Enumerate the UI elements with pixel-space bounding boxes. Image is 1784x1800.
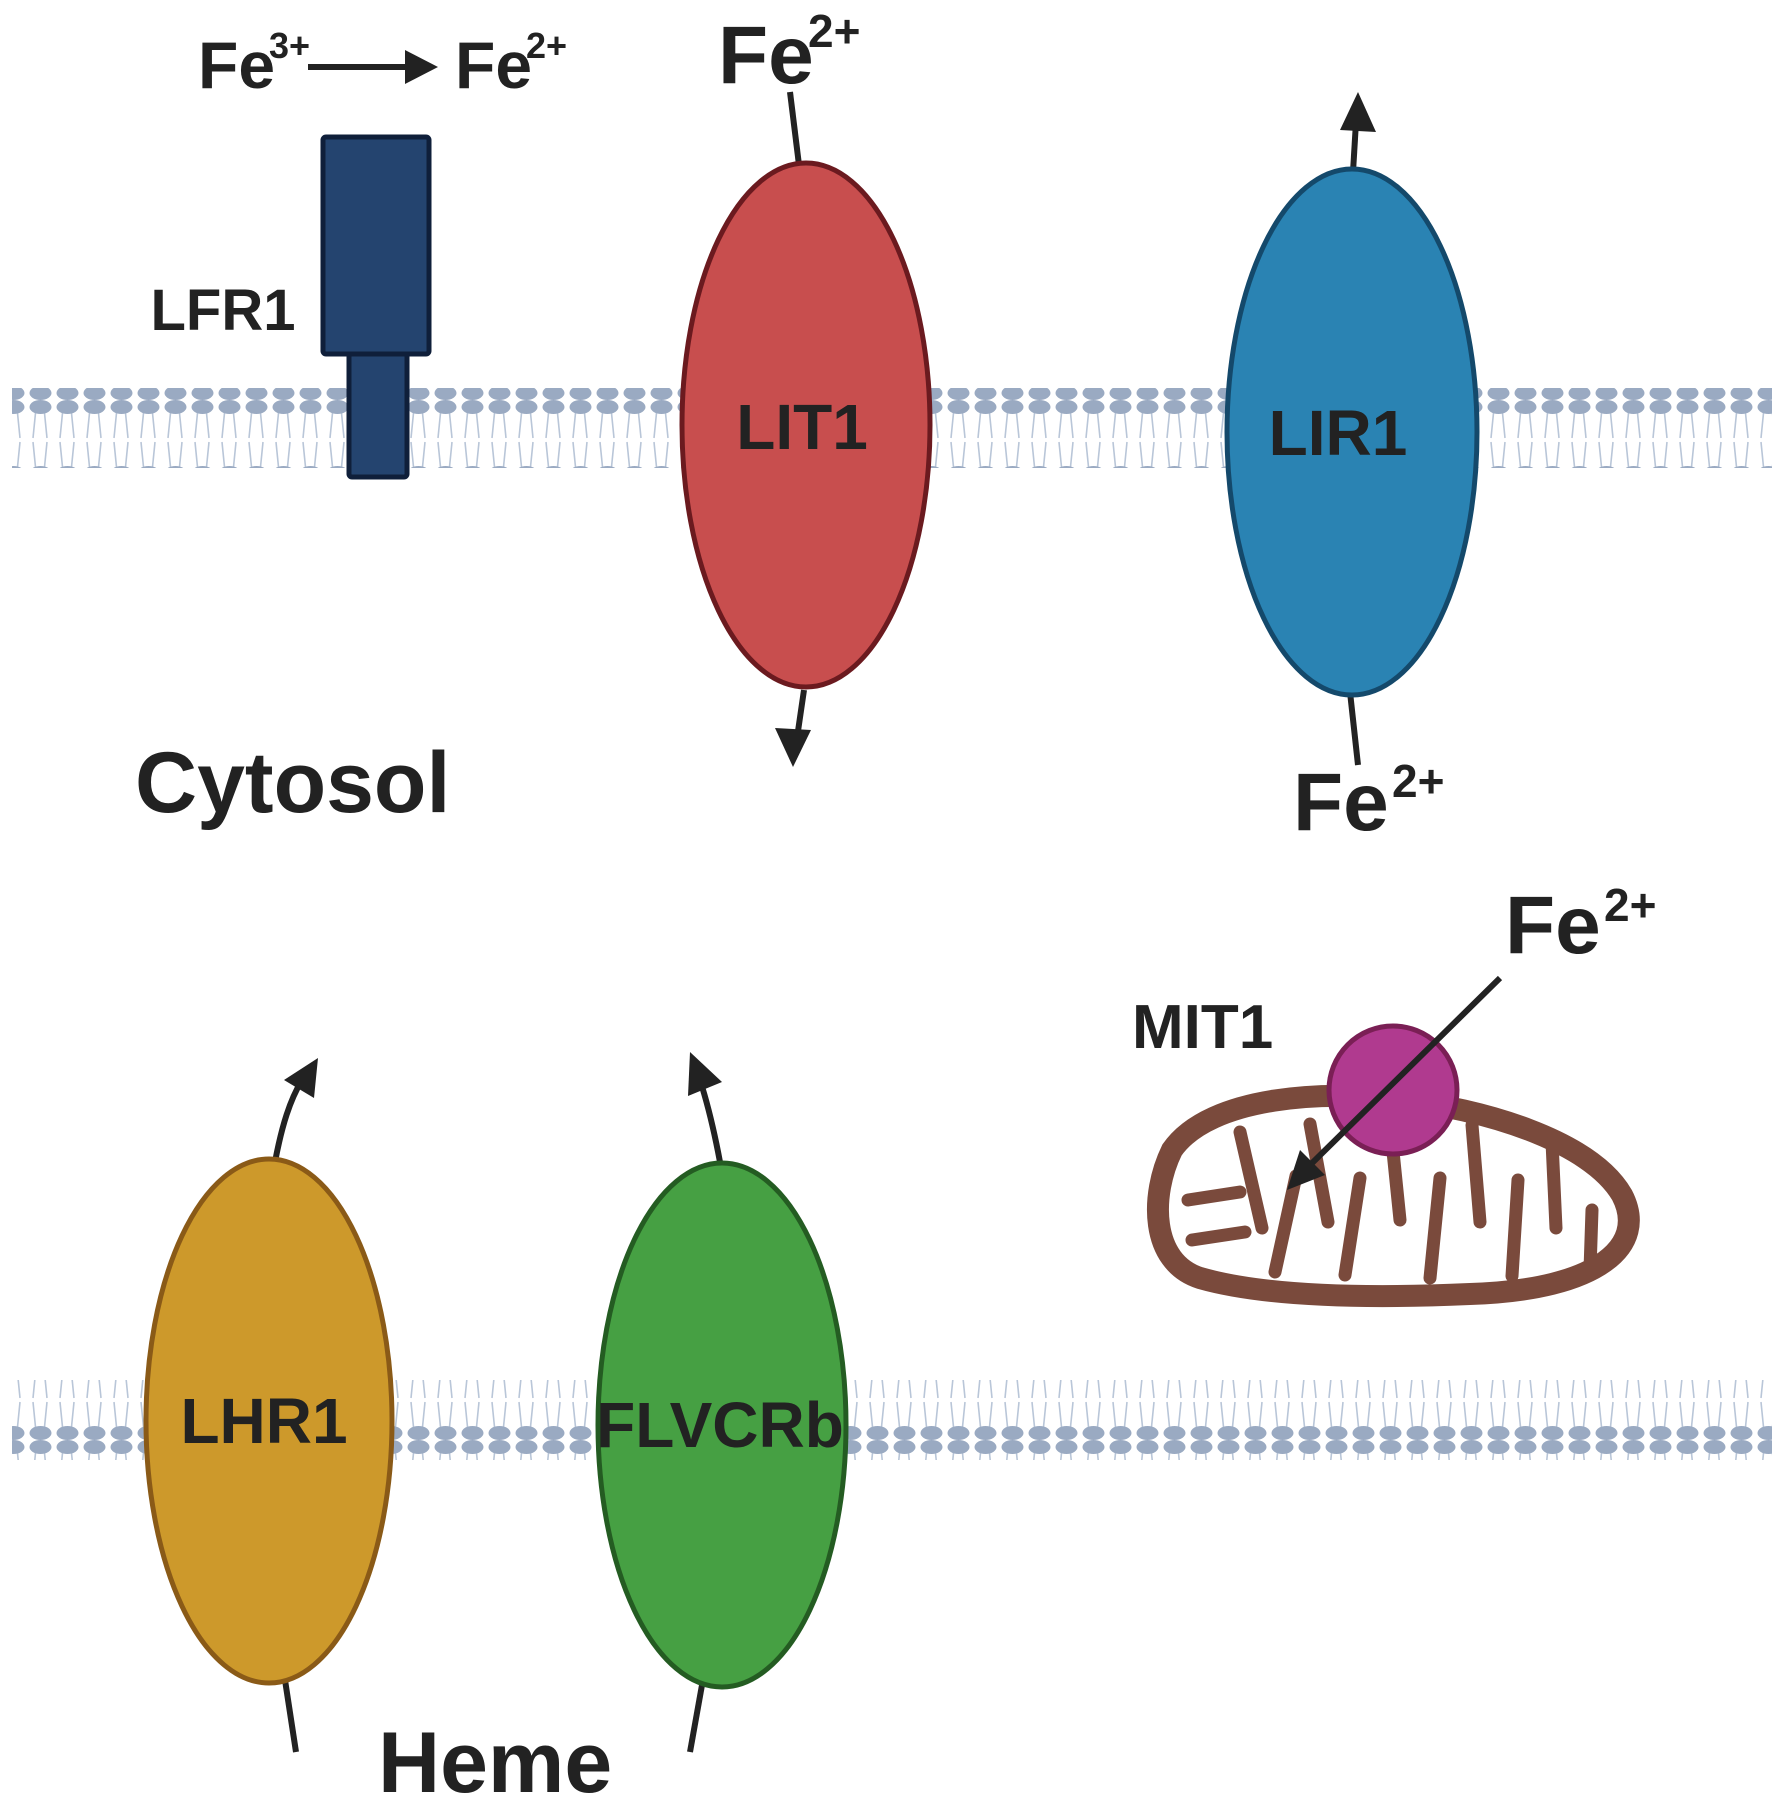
lir1-protein: LIR1 Fe 2+ (1224, 92, 1480, 848)
lfr1-label: LFR1 (151, 278, 296, 343)
lir1-label: LIR1 (1269, 397, 1408, 469)
fe2-label-reduced: Fe (455, 28, 532, 102)
flvcrb-protein: FLVCRb (595, 1052, 849, 1753)
fe3-label: Fe (198, 28, 275, 102)
fe3-charge: 3+ (269, 25, 310, 66)
lit1-body (679, 160, 933, 690)
lir1-bottom-stalk (1347, 691, 1361, 766)
mit1-transporter (1326, 1023, 1460, 1157)
mit1-import-arrow (1302, 975, 1503, 1173)
lit1-fe2-label: Fe (718, 10, 814, 101)
lir1-body (1224, 166, 1480, 698)
lhr1-label: LHR1 (180, 1385, 347, 1457)
lit1-label: LIT1 (736, 391, 868, 463)
reduction-arrow-head (405, 50, 438, 84)
flvcrb-top-arrow (697, 1079, 723, 1163)
mit1-fe2-label: Fe (1505, 880, 1601, 971)
lhr1-top-arrow-head (284, 1058, 318, 1098)
mitochondrion: MIT1 Fe 2+ (1132, 879, 1656, 1308)
heme-label: Heme (378, 1715, 612, 1800)
mit1-import-arrow-head (1287, 1150, 1325, 1190)
lhr1-body (143, 1156, 395, 1686)
lir1-fe2-label: Fe (1293, 757, 1389, 848)
lir1-fe2-charge: 2+ (1392, 755, 1444, 807)
lir1-top-arrow-head (1340, 92, 1376, 132)
mit1-label: MIT1 (1132, 993, 1273, 1062)
lfr1-transmembrane-domain (346, 342, 410, 480)
lhr1-bottom-stalk (282, 1679, 299, 1753)
lhr1-top-arrow (272, 1078, 305, 1163)
iron-reduction: Fe 3+ Fe 2+ (198, 25, 567, 102)
lit1-bottom-arrow-head (775, 728, 811, 767)
flvcrb-top-arrow-head (688, 1052, 722, 1096)
mit1-fe2-charge: 2+ (1604, 879, 1656, 931)
lit1-protein: Fe 2+ LIT1 (679, 5, 933, 767)
lhr1-protein: LHR1 (143, 1058, 395, 1753)
lfr1-protein: LFR1 (151, 134, 432, 480)
lit1-fe2-charge: 2+ (808, 5, 860, 57)
flvcrb-label: FLVCRb (596, 1389, 844, 1461)
lit1-top-stalk (787, 91, 802, 166)
lfr1-extracellular-domain (320, 134, 432, 357)
mitochondrion-cristae (1181, 1115, 1599, 1285)
fe2-charge-reduced: 2+ (526, 25, 567, 66)
flvcrb-bottom-stalk (687, 1684, 705, 1753)
flvcrb-body (595, 1160, 849, 1690)
cytosol-label: Cytosol (135, 735, 450, 831)
